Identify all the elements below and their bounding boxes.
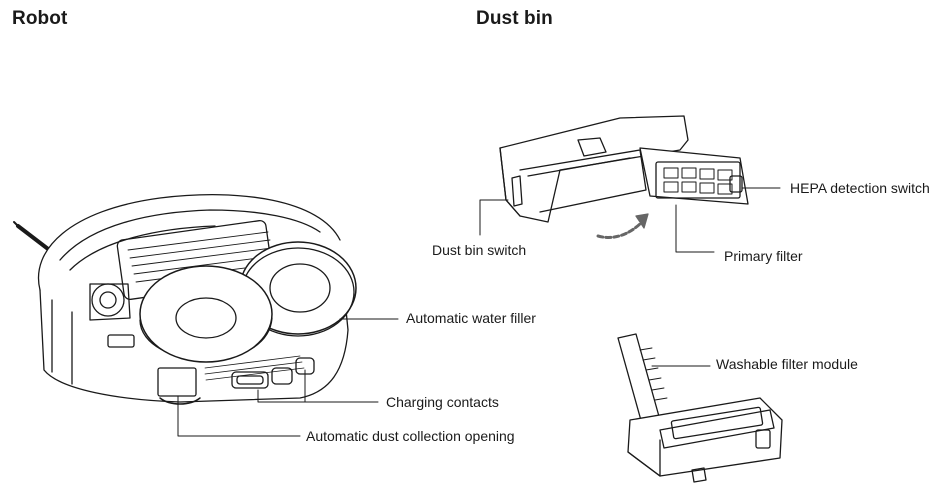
robot-illustration xyxy=(13,194,357,405)
label-charging-contacts: Charging contacts xyxy=(386,394,499,410)
dust-collection-opening xyxy=(157,367,197,397)
dust-bin-section-title: Dust bin xyxy=(476,8,553,29)
label-dust-bin-switch: Dust bin switch xyxy=(432,242,527,258)
dust-bin-illustration xyxy=(499,115,749,239)
label-washable-filter-module: Washable filter module xyxy=(716,356,858,372)
label-automatic-dust-collection-opening: Automatic dust collection opening xyxy=(306,428,515,444)
charging-contact-2 xyxy=(271,367,293,385)
charging-contact-1 xyxy=(231,371,269,389)
washable-filter-illustration xyxy=(617,333,783,483)
mop-pad-left xyxy=(139,265,273,363)
label-automatic-water-filler: Automatic water filler xyxy=(406,310,536,326)
robot-leader-lines xyxy=(177,318,399,437)
label-primary-filter: Primary filter xyxy=(724,248,803,264)
dust-bin-leader-lines xyxy=(479,187,781,253)
side-brush xyxy=(13,221,54,254)
robot-section-title: Robot xyxy=(12,8,68,29)
label-hepa-detection-switch: HEPA detection switch xyxy=(790,180,930,196)
